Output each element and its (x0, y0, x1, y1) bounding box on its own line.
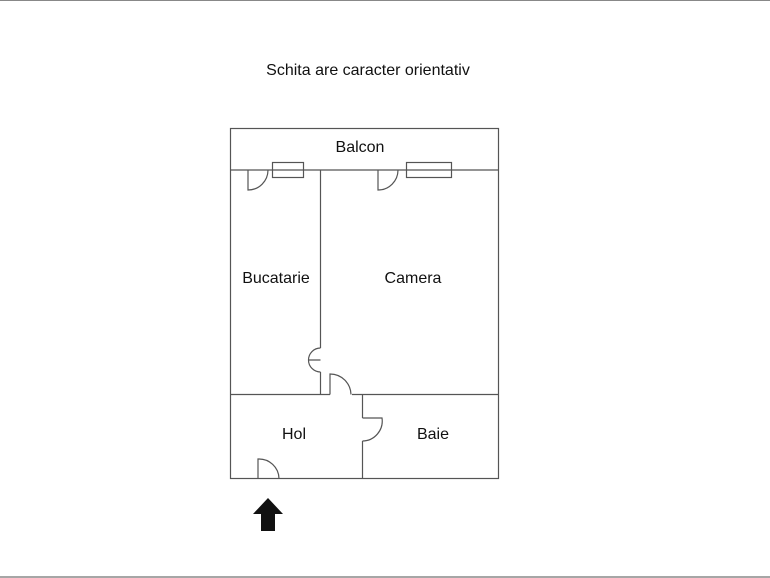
room-label-balcon: Balcon (336, 139, 385, 156)
outer-wall (229, 127, 500, 480)
room-door (329, 373, 352, 395)
doors (247, 169, 399, 479)
room-label-camera: Camera (385, 270, 442, 287)
room-balcony-door (377, 169, 399, 191)
arrow-up-icon (253, 498, 283, 531)
room-label-baie: Baie (417, 426, 449, 443)
kitchen-balcony-door (247, 169, 269, 191)
kitchen-door (307, 347, 321, 373)
plan-title: Schita are caracter orientativ (266, 62, 470, 79)
room-label-hol: Hol (282, 426, 306, 443)
entrance-door (257, 458, 280, 479)
bathroom-door (362, 417, 383, 442)
walls (229, 127, 500, 480)
room-label-bucatarie: Bucatarie (242, 270, 310, 287)
